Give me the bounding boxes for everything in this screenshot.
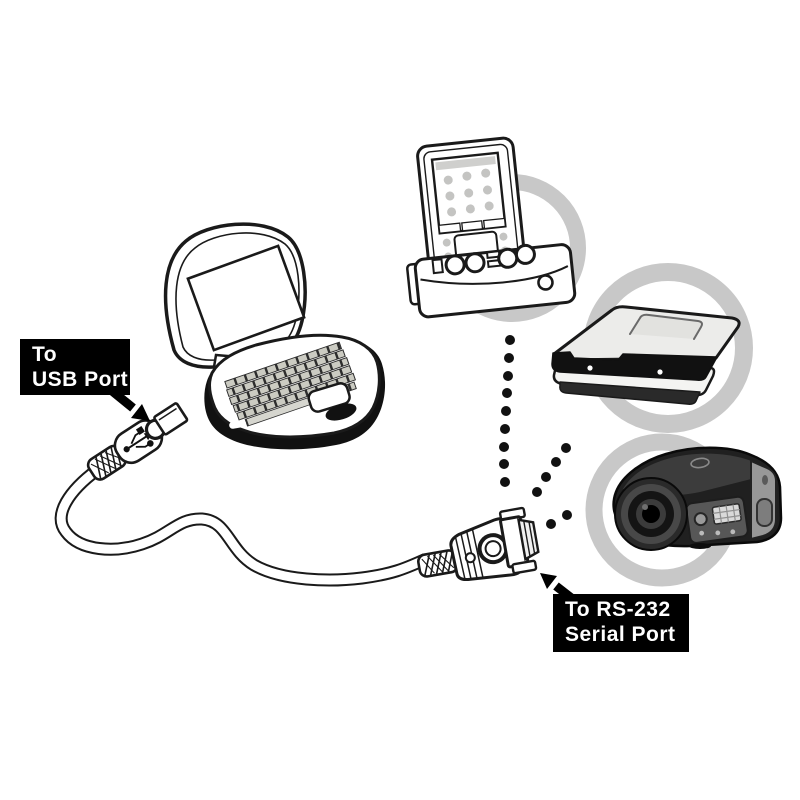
usb-connector-illustration bbox=[86, 402, 189, 481]
laptop-keyboard bbox=[224, 341, 357, 427]
laptop-screen bbox=[186, 244, 306, 352]
camera-sensor bbox=[693, 512, 708, 527]
camera-top-detail bbox=[690, 457, 710, 469]
rs232-connector-illustration bbox=[417, 506, 540, 582]
rs232-callout-line1: To RS-232 bbox=[565, 598, 671, 621]
pda-illustration bbox=[406, 136, 577, 319]
usb-callout-line1: To bbox=[32, 343, 58, 366]
dotted-trail-camera bbox=[546, 510, 572, 529]
rs232-callout-line2: Serial Port bbox=[565, 623, 676, 646]
camera-illustration bbox=[612, 446, 783, 551]
drive-illustration bbox=[551, 305, 741, 405]
laptop-trackpad bbox=[307, 382, 351, 413]
laptop-illustration bbox=[163, 222, 386, 450]
usb-callout-line2: USB Port bbox=[32, 368, 129, 391]
drive-led-right bbox=[657, 369, 663, 375]
laptop-mouse-button bbox=[325, 403, 357, 421]
pda-screen-icons bbox=[443, 168, 494, 217]
drive-led-left bbox=[587, 365, 593, 371]
camera-front-panel bbox=[685, 495, 749, 544]
dotted-trail-pda bbox=[499, 335, 515, 487]
adapter-cable bbox=[54, 463, 431, 587]
dotted-trail-drive bbox=[532, 443, 571, 497]
camera-lens bbox=[614, 477, 688, 551]
usb-port-callout: To USB Port bbox=[20, 339, 130, 395]
laptop-usb-port-slot bbox=[229, 420, 247, 429]
rs232-serial-port-callout: To RS-232 Serial Port bbox=[553, 594, 689, 652]
